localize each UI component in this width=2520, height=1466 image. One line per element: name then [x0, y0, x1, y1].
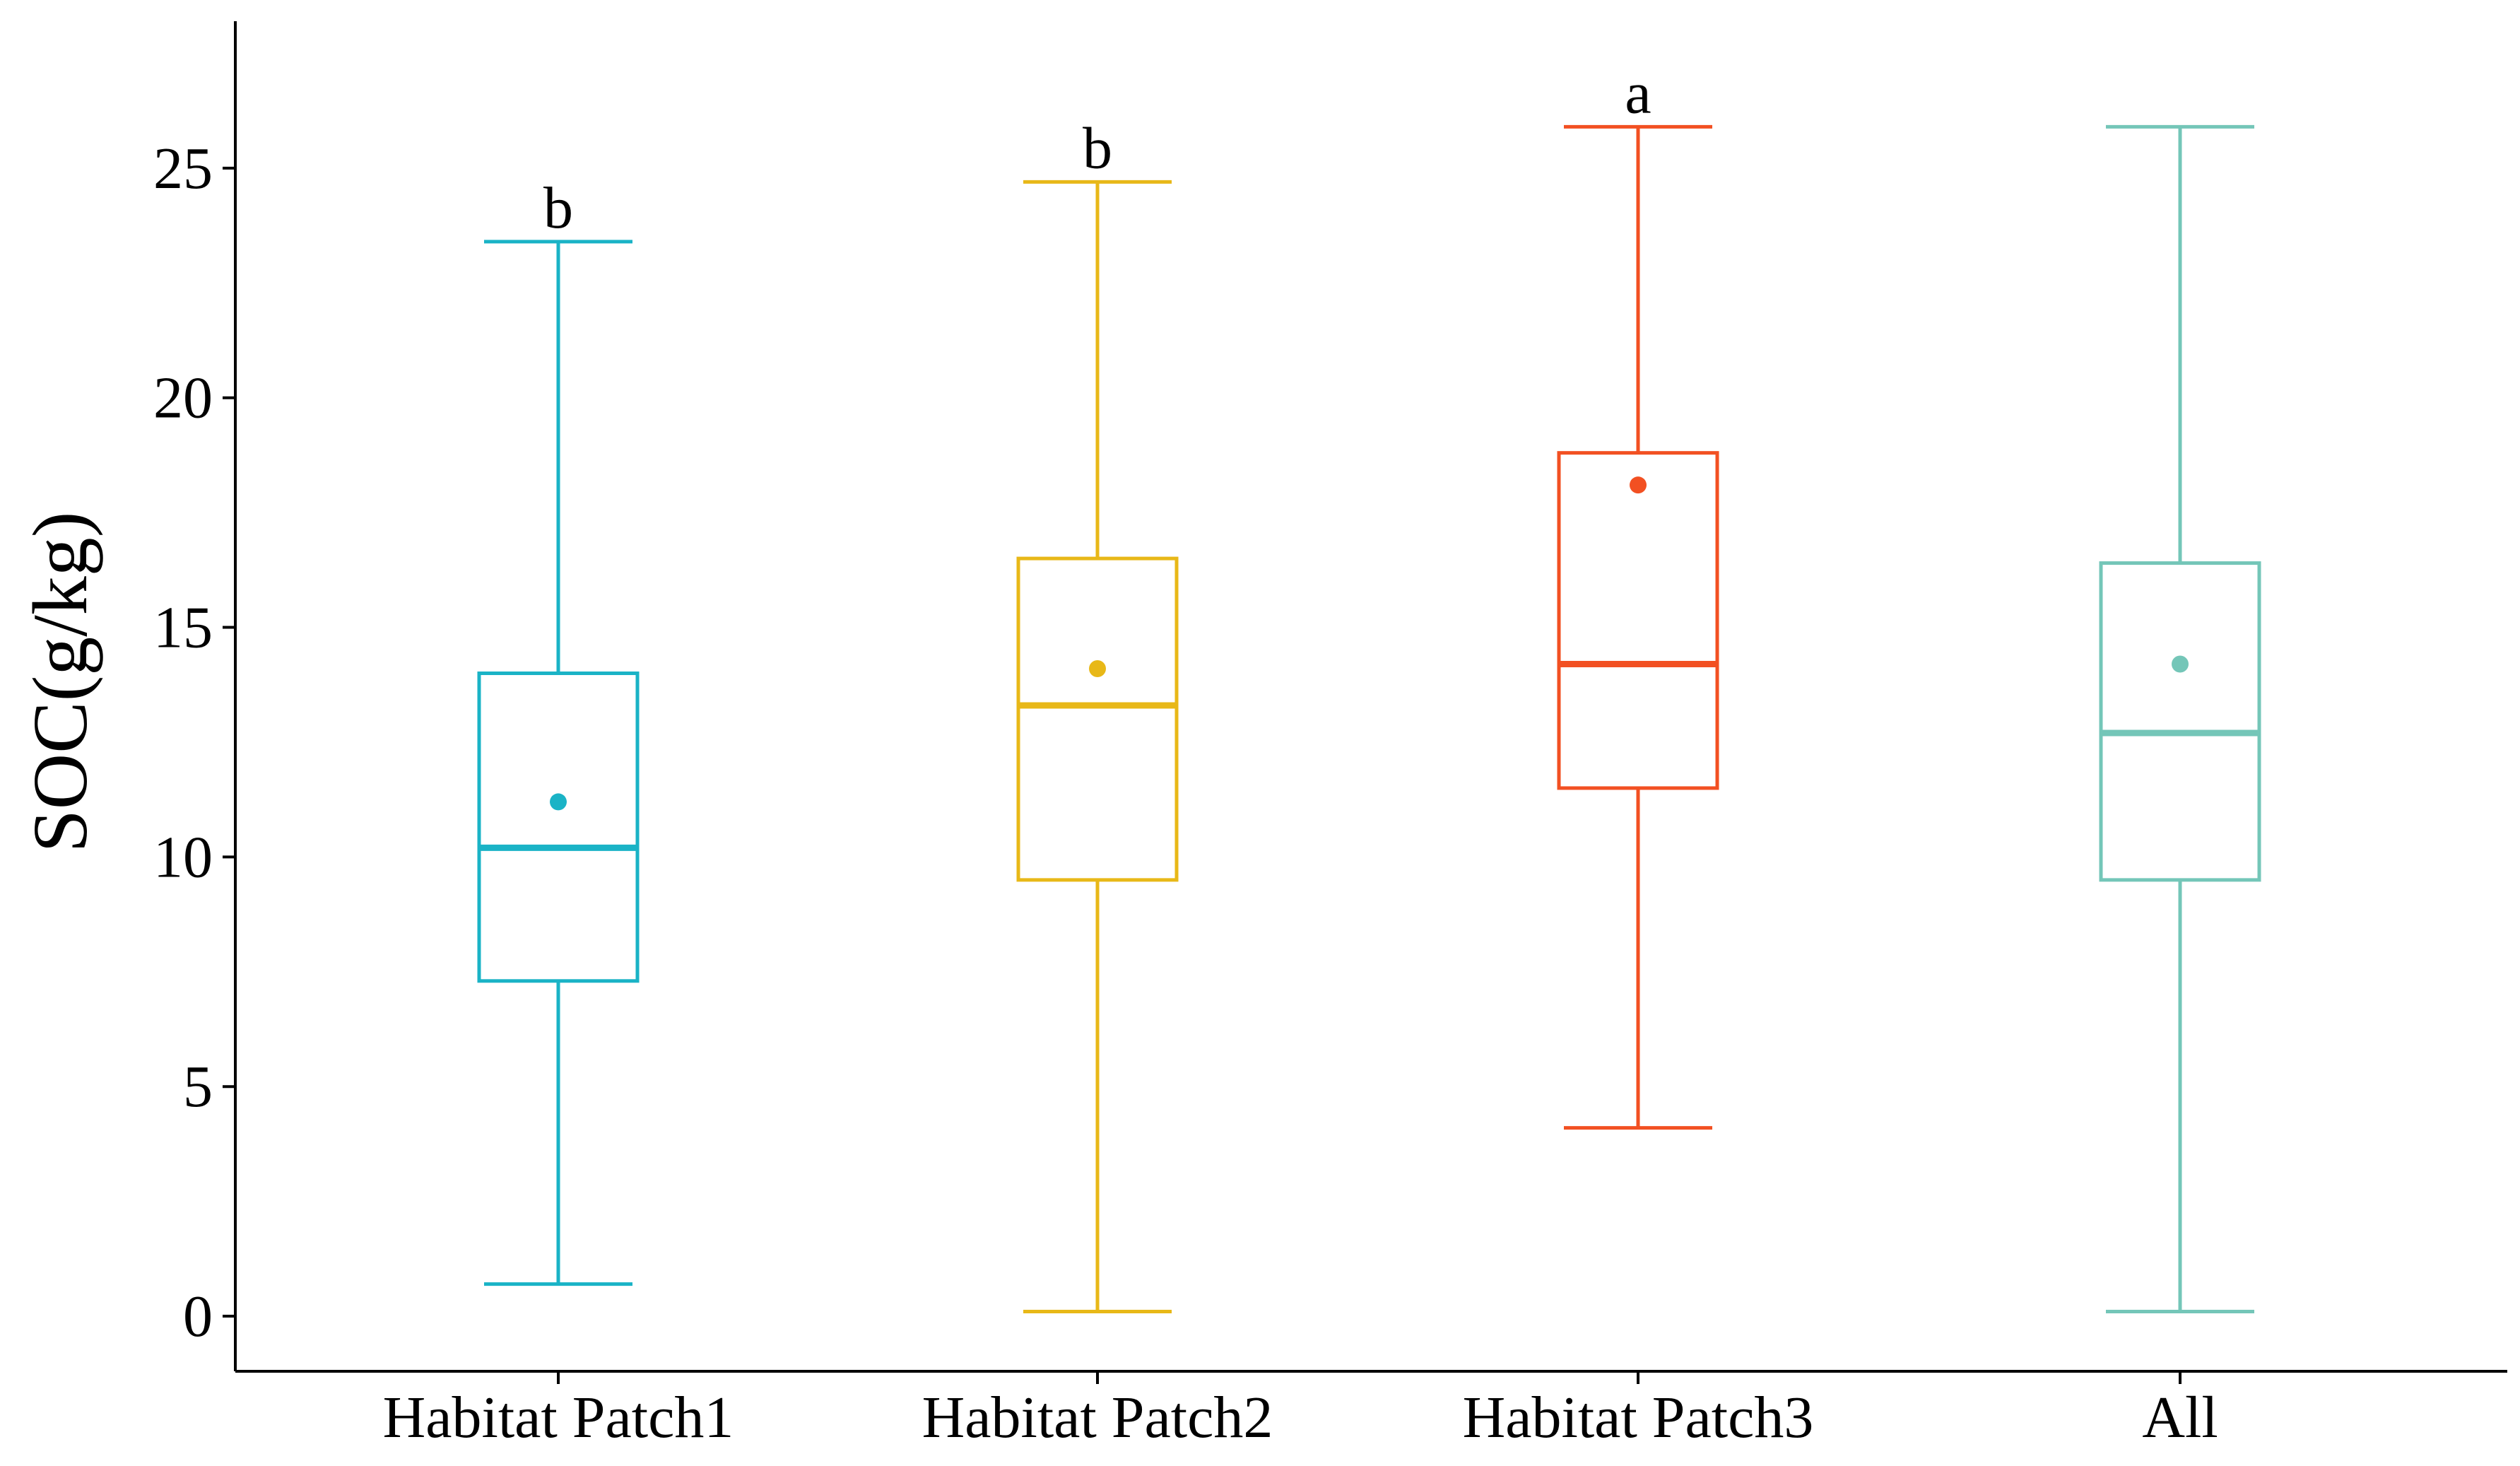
iqr-box: [477, 672, 640, 983]
x-tick-label: Habitat Patch1: [383, 1385, 734, 1450]
labels: b b a: [543, 60, 1651, 240]
y-tick-label: 20: [153, 365, 213, 431]
y-axis-title: SOC(g/kg): [17, 512, 103, 853]
mean-point: [2172, 655, 2189, 673]
box-group: [477, 240, 640, 1286]
y-tick-label: 10: [153, 824, 213, 890]
mean-point: [1089, 660, 1106, 678]
y-tick-label: 5: [183, 1054, 213, 1120]
box-group: [1557, 124, 1719, 1130]
mean-point: [1630, 476, 1647, 494]
significance-letter: b: [543, 175, 573, 241]
y-tick-label: 0: [183, 1284, 213, 1349]
iqr-box: [1557, 451, 1719, 790]
significance-letter: b: [1083, 115, 1112, 181]
mean-point: [550, 793, 567, 811]
boxes: [477, 124, 2261, 1314]
x-tick-label: All: [2142, 1385, 2218, 1450]
significance-letter: a: [1625, 60, 1651, 126]
x-tick-label: Habitat Patch3: [1463, 1385, 1814, 1450]
iqr-box: [1016, 556, 1179, 882]
box-group: [1016, 180, 1179, 1314]
x-tick-label: Habitat Patch2: [922, 1385, 1273, 1450]
box-group: [2099, 124, 2261, 1314]
y-tick-label: 25: [153, 136, 213, 201]
y-tick-label: 15: [153, 595, 213, 661]
iqr-box: [2099, 561, 2261, 882]
